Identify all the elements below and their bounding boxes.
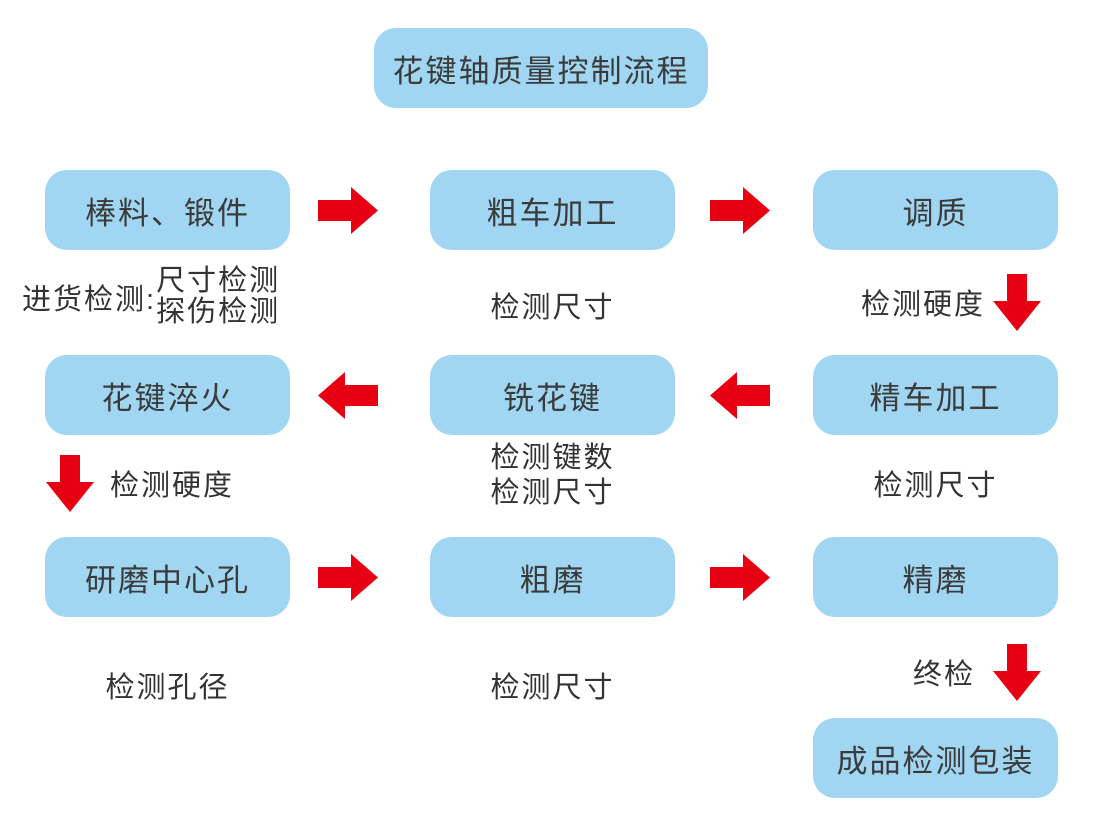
page-title: 花键轴质量控制流程	[392, 53, 690, 89]
caption-final-inspection-group: 终检	[813, 642, 1041, 702]
node-rough-grinding: 粗磨	[430, 537, 675, 617]
block-arrow-down-icon	[993, 273, 1041, 331]
node-label: 粗车加工	[486, 195, 619, 231]
block-arrow-down-icon	[46, 454, 94, 512]
caption-check-hardness-1: 检测硬度	[860, 289, 985, 321]
node-label: 粗磨	[519, 562, 586, 598]
caption-check-size-4: 检测尺寸	[490, 672, 615, 704]
caption-incoming-items: 尺寸检测 探伤检测	[156, 266, 280, 328]
caption-check-hardness-2-group: 检测硬度	[46, 453, 234, 513]
caption-check-size-3: 检测尺寸	[873, 470, 998, 502]
node-spline-milling: 铣花键	[430, 355, 675, 435]
node-rough-turning: 粗车加工	[430, 170, 675, 250]
block-arrow-left-icon	[318, 372, 378, 419]
node-label: 调质	[902, 195, 969, 231]
caption-incoming-inspection: 进货检测: 尺寸检测 探伤检测	[22, 266, 280, 328]
title-box: 花键轴质量控制流程	[374, 28, 708, 108]
block-arrow-right-icon	[318, 554, 378, 601]
node-label: 成品检测包装	[836, 743, 1035, 779]
caption-incoming-label: 进货检测:	[22, 284, 157, 316]
block-arrow-right-icon	[710, 187, 770, 234]
node-label: 铣花键	[503, 380, 602, 416]
block-arrow-left-icon	[710, 372, 770, 419]
caption-check-hole-diameter: 检测孔径	[105, 672, 230, 704]
block-arrow-right-icon	[710, 554, 770, 601]
node-label: 棒料、锻件	[85, 195, 250, 231]
node-label: 精车加工	[869, 380, 1002, 416]
caption-check-hardness-1-group: 检测硬度	[813, 272, 1041, 332]
caption-final-inspection: 终检	[912, 659, 975, 691]
node-quench-temper: 调质	[813, 170, 1058, 250]
caption-line: 探伤检测	[156, 296, 281, 328]
caption-check-size-2: 检测尺寸	[490, 477, 615, 509]
caption-line: 尺寸检测	[156, 265, 281, 297]
node-raw-material: 棒料、锻件	[45, 170, 290, 250]
node-finish-turning: 精车加工	[813, 355, 1058, 435]
node-spline-quenching: 花键淬火	[45, 355, 290, 435]
node-label: 精磨	[902, 562, 969, 598]
block-arrow-down-icon	[993, 643, 1041, 701]
caption-check-size-1: 检测尺寸	[490, 292, 615, 324]
node-label: 花键淬火	[101, 380, 234, 416]
caption-check-hardness-2: 检测硬度	[110, 470, 235, 502]
node-final-inspection-packing: 成品检测包装	[813, 718, 1058, 798]
caption-check-keys-group: 检测键数 检测尺寸	[430, 441, 675, 511]
node-grind-center-hole: 研磨中心孔	[45, 537, 290, 617]
node-finish-grinding: 精磨	[813, 537, 1058, 617]
block-arrow-right-icon	[318, 187, 378, 234]
node-label: 研磨中心孔	[85, 562, 250, 598]
caption-check-key-count: 检测键数	[490, 442, 615, 474]
